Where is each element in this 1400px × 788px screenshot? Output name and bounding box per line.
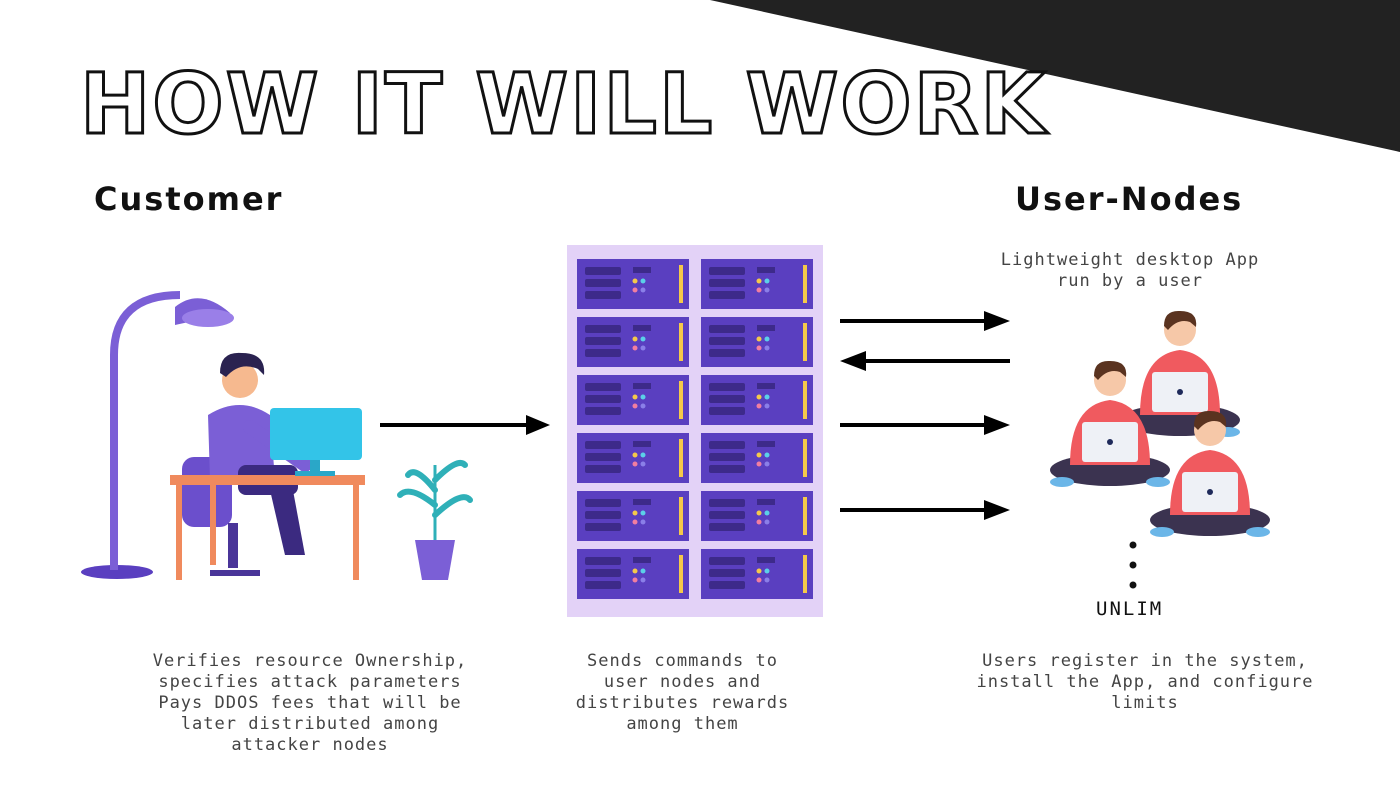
server-unit (701, 375, 813, 425)
customer-heading: Customer (94, 180, 284, 218)
server-unit (577, 375, 689, 425)
server-unit (577, 549, 689, 599)
server-unit (577, 317, 689, 367)
customer-to-server-arrow (380, 415, 550, 435)
server-unit (577, 259, 689, 309)
customer-description: Verifies resource Ownership, specifies a… (152, 651, 468, 755)
server-unit (701, 491, 813, 541)
plant-icon (397, 459, 473, 580)
server-unit (701, 317, 813, 367)
arrow-right-3 (840, 500, 1010, 520)
user-nodes-heading: User-Nodes (1015, 180, 1244, 218)
server-unit (701, 259, 813, 309)
arrow-right-1 (840, 311, 1010, 331)
desk-icon (170, 475, 365, 580)
ellipsis-icon (1129, 541, 1137, 589)
server-unit (701, 433, 813, 483)
page-title: How it will work (78, 55, 1048, 153)
user-nodes-illustration (1050, 310, 1270, 589)
server-description: Sends commands to user nodes and distrib… (575, 651, 790, 734)
server-unit (577, 433, 689, 483)
count-label: UNLIM (1096, 598, 1164, 620)
arrow-right-2 (840, 415, 1010, 435)
server-rack-illustration (567, 245, 823, 617)
customer-illustration (81, 291, 473, 580)
server-user-arrows (840, 311, 1010, 520)
app-caption: Lightweight desktop App run by a user (1000, 250, 1260, 291)
server-unit-icon (577, 259, 813, 599)
monitor-icon (270, 408, 362, 476)
arrow-left (840, 351, 1010, 371)
lamp-icon (81, 291, 234, 579)
user-nodes-description: Users register in the system, install th… (976, 651, 1314, 713)
server-unit (577, 491, 689, 541)
server-unit (701, 549, 813, 599)
